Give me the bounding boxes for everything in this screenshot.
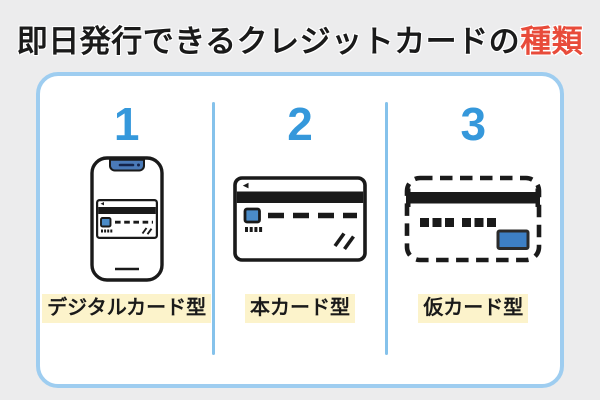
column-number-3: 3 — [460, 98, 487, 150]
column-divider-2 — [385, 102, 389, 355]
icon-box-1 — [89, 144, 164, 294]
physical-card-icon — [233, 176, 367, 262]
page-title-main: 即日発行できるクレジットカードの — [16, 24, 521, 59]
card-types-panel: 1 — [36, 72, 564, 388]
icon-box-2 — [233, 144, 367, 294]
label-digital-card: デジタルカード型 — [42, 294, 212, 323]
column-divider-1 — [212, 102, 216, 355]
temporary-card-icon — [405, 175, 542, 263]
smartphone-digital-card-icon — [89, 156, 164, 282]
column-temporary-card: 3 仮カード型 — [387, 76, 560, 384]
column-physical-card: 2 本カード型 — [213, 76, 386, 384]
column-digital-card: 1 — [40, 76, 213, 384]
panel-inner: 1 — [40, 76, 560, 384]
page-title-accent: 種類 — [520, 24, 584, 59]
label-physical-card: 本カード型 — [244, 294, 355, 323]
column-number-2: 2 — [287, 98, 313, 150]
icon-box-3 — [404, 144, 542, 294]
column-number-1: 1 — [113, 98, 140, 150]
label-temporary-card: 仮カード型 — [418, 294, 529, 323]
page-title: 即日発行できるクレジットカードの種類 — [0, 16, 600, 61]
